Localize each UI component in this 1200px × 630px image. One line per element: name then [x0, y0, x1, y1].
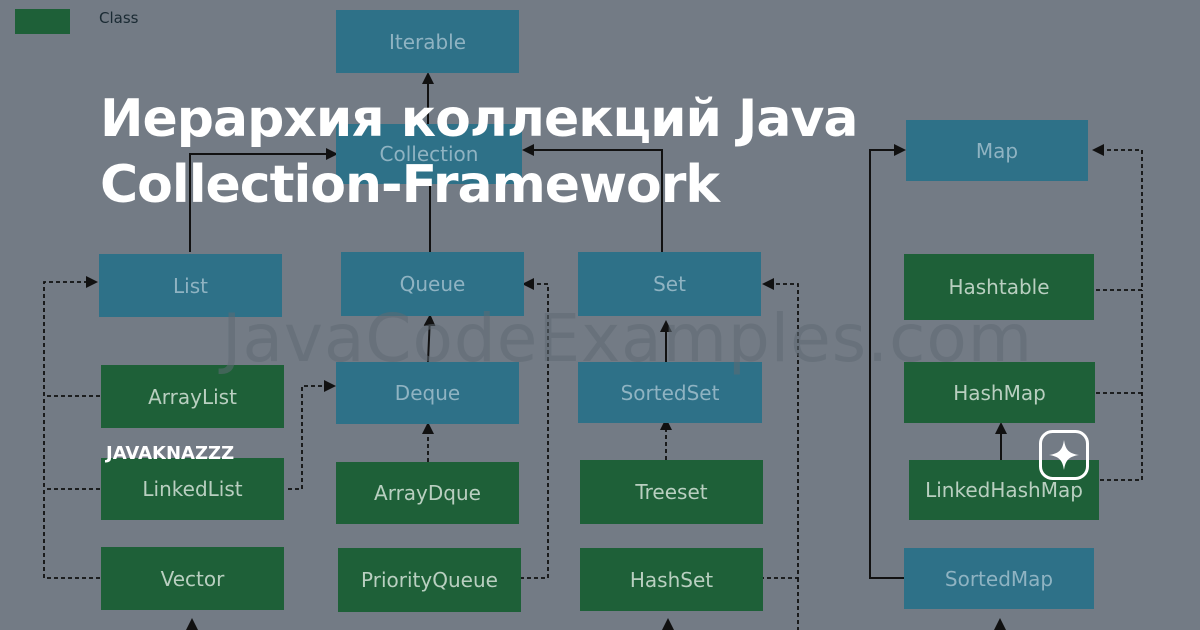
edge-vector-list	[43, 396, 100, 579]
node-map: Map	[906, 120, 1088, 181]
edge-hashset-set	[760, 278, 799, 579]
node-deque: Deque	[336, 362, 519, 424]
edge-list-impls	[43, 276, 100, 397]
edge-list-collection	[189, 148, 338, 252]
node-sortedset: SortedSet	[578, 362, 762, 423]
node-hashtable: Hashtable	[904, 254, 1094, 320]
arrow-stub-sortedmap	[994, 618, 1006, 630]
node-arraydque: ArrayDque	[336, 462, 519, 524]
edge-priorityqueue-queue	[520, 278, 549, 579]
node-hashset: HashSet	[580, 548, 763, 611]
node-queue: Queue	[341, 252, 524, 316]
arrow-stub-hashset	[662, 618, 674, 630]
author-name: JAVAKNAZZZ	[106, 443, 235, 464]
node-linkedhashmap: LinkedHashMap	[909, 460, 1099, 520]
node-hashmap: HashMap	[904, 362, 1095, 423]
node-linkedlist: LinkedList	[101, 458, 284, 520]
node-arraylist: ArrayList	[101, 365, 284, 428]
node-sortedmap: SortedMap	[904, 548, 1094, 609]
node-vector: Vector	[101, 547, 284, 610]
node-collection: Collection	[336, 124, 522, 184]
node-list: List	[99, 254, 282, 317]
sparkle-logo-icon	[1039, 430, 1089, 480]
arrow-stub-vector	[186, 618, 198, 630]
edge-linkedhashmap-map	[1100, 290, 1143, 481]
page-title: Иерархия коллекций Java Collection-Frame…	[100, 89, 858, 215]
edge-map-impls	[1092, 144, 1143, 291]
edge-sortedmap-map	[869, 144, 906, 579]
edge-set-collection	[522, 144, 663, 252]
legend-class-swatch	[15, 9, 70, 34]
node-iterable: Iterable	[336, 10, 519, 73]
edge-linkedlist-deque	[288, 380, 336, 490]
node-priorityqueue: PriorityQueue	[338, 548, 521, 612]
watermark-text: JavaCodeExamples.com	[222, 300, 1034, 377]
edge-deque-queue	[423, 314, 436, 363]
legend-class-label: Class	[99, 9, 139, 27]
node-treeset: Treeset	[580, 460, 763, 524]
node-set: Set	[578, 252, 761, 316]
